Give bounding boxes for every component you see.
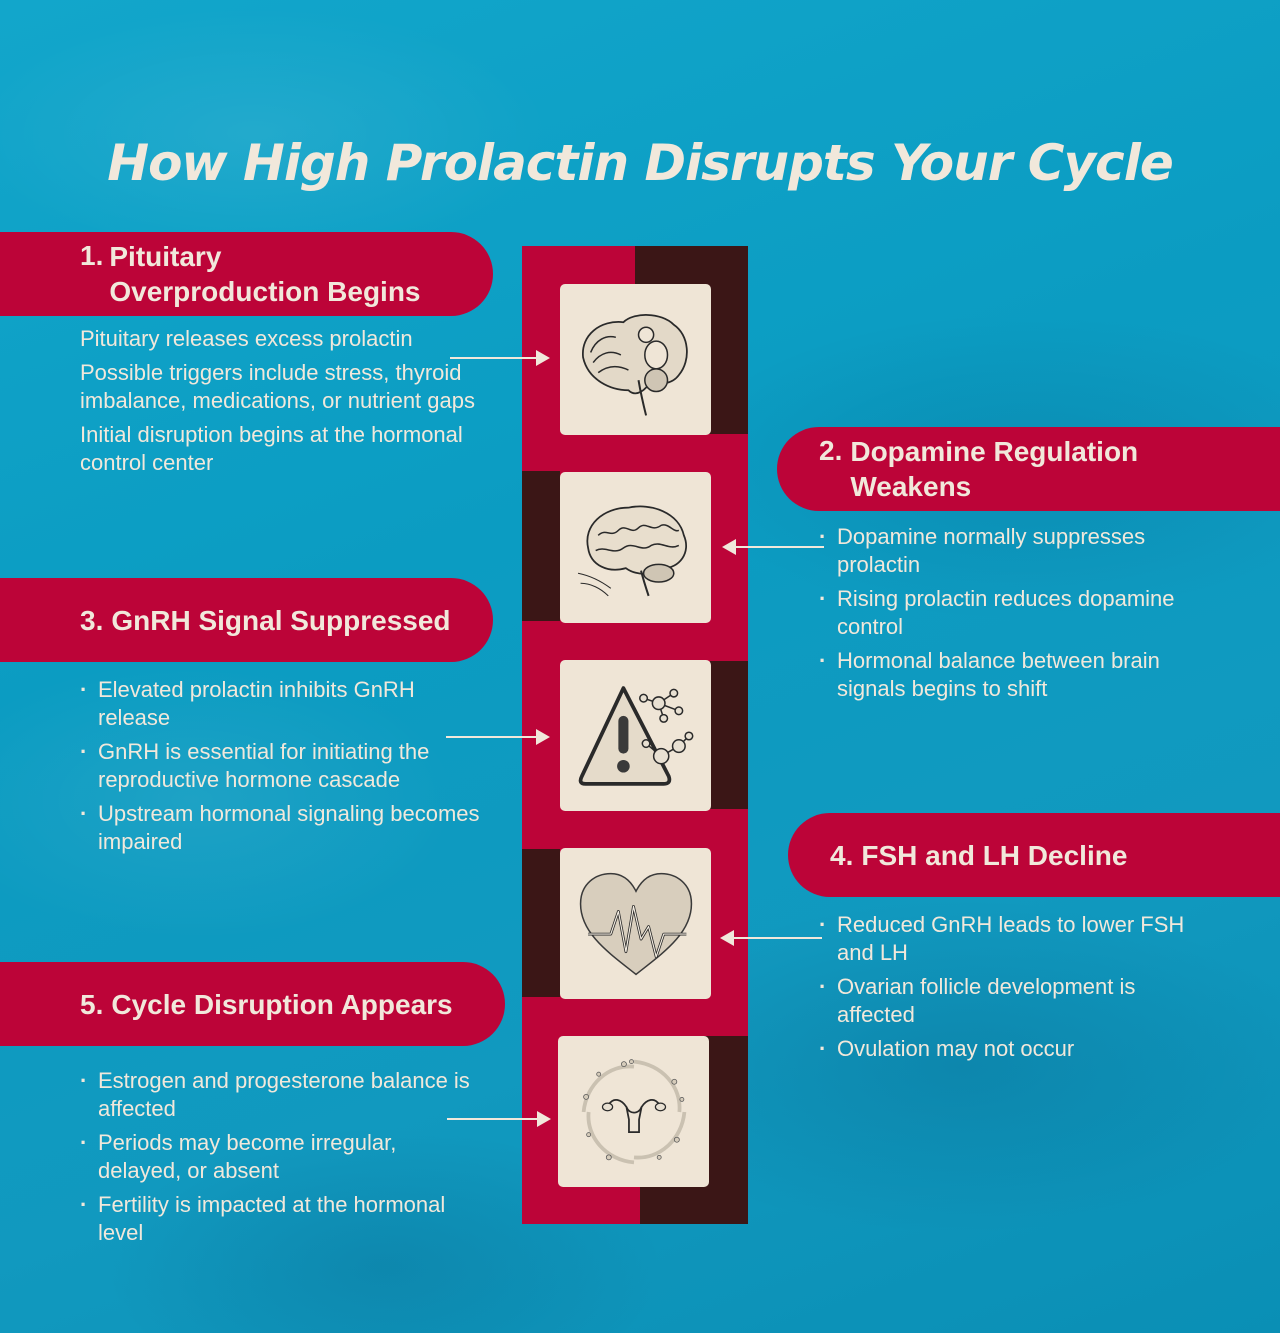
step-4-item: Ovarian follicle development is affected (819, 973, 1219, 1029)
uterus-swirl-icon (581, 1058, 686, 1164)
step-5-title: Cycle Disruption Appears (111, 988, 453, 1020)
step-1-title: Pituitary Overproduction Begins (109, 241, 421, 307)
dark-block (710, 661, 748, 809)
brain-icon (577, 505, 687, 596)
step-4-title: FSH and LH Decline (861, 839, 1128, 871)
step-1-item: Initial disruption begins at the hormona… (80, 422, 463, 475)
step-2-item: Dopamine normally suppresses prolactin (819, 523, 1219, 579)
arrow-step-2 (722, 539, 824, 555)
step-2-number: 2. (819, 435, 843, 466)
step-3-title: GnRH Signal Suppressed (111, 604, 451, 636)
step-5-number: 5. (80, 988, 104, 1020)
step-5-item: Fertility is impacted at the hormonal le… (80, 1191, 480, 1247)
arrow-step-3 (446, 729, 550, 745)
step-3-number: 3. (80, 604, 104, 636)
step-5-item: Estrogen and progesterone balance is aff… (80, 1067, 480, 1123)
step-1-header: 1. Pituitary Overproduction Begins (0, 232, 493, 316)
step-4-item: Reduced GnRH leads to lower FSH and LH (819, 911, 1219, 967)
step-4-number: 4. (830, 839, 854, 871)
step-2-body: Dopamine normally suppresses prolactin R… (819, 523, 1219, 709)
step-1-item: Possible triggers include stress, thyroi… (80, 360, 475, 413)
arrow-step-5 (447, 1111, 551, 1127)
step-2-item: Hormonal balance between brain signals b… (819, 647, 1219, 703)
step-5-header: 5. Cycle Disruption Appears (0, 962, 505, 1046)
step-2-title: Dopamine Regulation Weakens (850, 436, 1139, 502)
step-2-header: 2. Dopamine Regulation Weakens (777, 427, 1280, 511)
step-3-header: 3. GnRH Signal Suppressed (0, 578, 493, 662)
step-5-item: Periods may become irregular, delayed, o… (80, 1129, 480, 1185)
step-2-illustration (560, 472, 711, 623)
step-4-header: 4. FSH and LH Decline (788, 813, 1280, 897)
warning-molecule-icon (578, 685, 693, 786)
step-5-illustration (558, 1036, 709, 1187)
step-1-body: Pituitary releases excess prolactin Poss… (80, 325, 480, 483)
step-3-item: Upstream hormonal signaling becomes impa… (80, 800, 480, 856)
step-1-illustration (560, 284, 711, 435)
arrow-step-4 (720, 930, 822, 946)
step-3-illustration (560, 660, 711, 811)
page-title: How High Prolactin Disrupts Your Cycle (107, 133, 1174, 192)
step-3-item: Elevated prolactin inhibits GnRH release (80, 676, 480, 732)
step-2-item: Rising prolactin reduces dopamine contro… (819, 585, 1219, 641)
step-4-body: Reduced GnRH leads to lower FSH and LH O… (819, 911, 1219, 1069)
step-5-body: Estrogen and progesterone balance is aff… (80, 1067, 480, 1253)
heart-heartbeat-icon (579, 872, 692, 975)
step-3-body: Elevated prolactin inhibits GnRH release… (80, 676, 480, 862)
icon-column (522, 246, 748, 1224)
step-4-item: Ovulation may not occur (819, 1035, 1219, 1063)
step-1-item: Pituitary releases excess prolactin (80, 326, 413, 351)
dark-block (522, 471, 560, 621)
dark-block (522, 849, 560, 997)
step-4-illustration (560, 848, 711, 999)
step-3-item: GnRH is essential for initiating the rep… (80, 738, 480, 794)
step-1-number: 1. (80, 240, 104, 271)
arrow-step-1 (450, 350, 550, 366)
brain-cross-section-icon (581, 313, 688, 416)
